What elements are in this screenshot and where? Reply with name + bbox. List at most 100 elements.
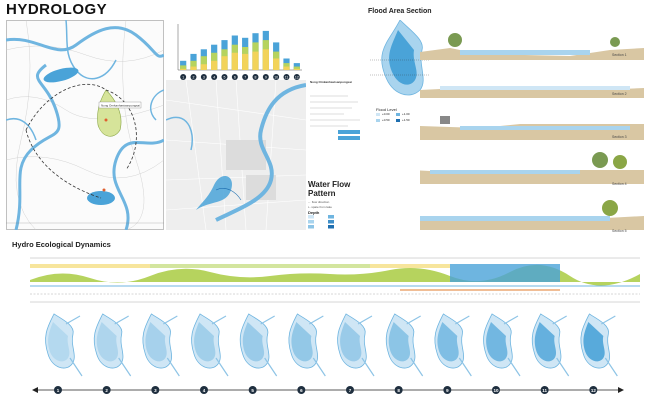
legend-flow: ← flow direction <box>308 200 330 204</box>
month-tick-label: 11 <box>285 76 289 80</box>
month-number-12: 12 <box>591 388 597 393</box>
rain-bar-minimum-rainfall-11 <box>283 66 290 70</box>
flood-key-map <box>370 20 430 96</box>
month-circle-10 <box>492 386 500 394</box>
month-number-3: 3 <box>154 388 157 393</box>
section-4-drawing <box>420 152 644 184</box>
month-marker-3 <box>200 74 207 80</box>
month-circle-7 <box>346 386 354 394</box>
month-marker-5 <box>221 74 228 80</box>
month-marker-7 <box>242 74 249 80</box>
legend-spate: ⇠ spate from lake <box>308 205 332 209</box>
month-tick-label: 10 <box>274 76 278 80</box>
rain-bar-average-rainfall-1 <box>180 65 187 70</box>
month-tick-label: 12 <box>295 76 299 80</box>
rain-bar-minimum-rainfall-12 <box>293 68 300 70</box>
legend-spate-label: spate from lake <box>311 205 332 209</box>
month-circle-5 <box>248 386 257 394</box>
month-number-2: 2 <box>105 388 108 393</box>
month-tick-label: 6 <box>234 76 236 80</box>
month-circle-1 <box>54 386 62 394</box>
flood-level-2: +1.00 <box>402 112 410 116</box>
water-flow-title-line1: Water Flow <box>308 180 351 189</box>
hydro-dynamics-title: Hydro Ecological Dynamics <box>12 240 111 249</box>
month-circle-4 <box>200 386 208 394</box>
section-4-label: Section 4 <box>612 182 627 186</box>
city-map <box>166 80 306 230</box>
month-diagram-9 <box>434 313 472 377</box>
month-diagram-6 <box>288 313 326 377</box>
month-diagram-7 <box>337 313 375 377</box>
month-tick-label: 7 <box>244 76 246 80</box>
lake-label: Nong Ornkanhastsanpongsai <box>101 104 140 108</box>
month-circle-8 <box>394 386 403 394</box>
rain-bar-minimum-rainfall-6 <box>231 52 238 70</box>
rain-bar-average-rainfall-12 <box>293 66 300 70</box>
river <box>6 26 164 230</box>
month-diagram-12 <box>580 313 618 377</box>
region-map: Nong Ornkanhastsanpongsai <box>6 20 164 230</box>
section-1-drawing <box>420 33 644 60</box>
flood-level-3: +1.50 <box>402 118 410 122</box>
rain-bar-minimum-rainfall-5 <box>221 56 228 70</box>
section-2-label: Section 2 <box>612 92 627 96</box>
month-tick-label: 8 <box>255 76 257 80</box>
month-circle-11 <box>540 386 549 394</box>
section-1-label: Section 1 <box>612 53 627 57</box>
month-tick-label: 2 <box>193 76 195 80</box>
rain-bar-minimum-rainfall-1 <box>180 68 187 70</box>
section-5-drawing <box>420 200 644 230</box>
month-marker-8 <box>252 74 259 80</box>
rain-bar-minimum-rainfall-7 <box>242 53 249 70</box>
flood-level-legend <box>376 113 400 122</box>
water-flow-title: Water Flow Pattern <box>308 180 350 198</box>
month-marker-10 <box>273 74 280 80</box>
rain-bar-minimum-rainfall-2 <box>190 66 197 70</box>
month-marker-9 <box>262 74 269 80</box>
water-flow-area <box>196 175 233 210</box>
month-diagram-2 <box>93 313 132 377</box>
rain-bar-minimum-rainfall-4 <box>211 60 218 70</box>
month-tick-label: 1 <box>182 76 184 80</box>
month-circle-2 <box>102 386 111 394</box>
month-tick-label: 9 <box>265 76 267 80</box>
month-marker-11 <box>283 74 290 80</box>
section-3-label: Section 3 <box>612 135 627 139</box>
legend-flow-label: flow direction <box>311 200 330 204</box>
page-title: HYDROLOGY <box>6 1 108 18</box>
month-number-7: 7 <box>349 388 352 393</box>
lake-info-title: Nong Ornkanhastsanpongsai <box>310 80 352 84</box>
month-marker-1 <box>180 74 187 80</box>
lake-info-lines <box>310 95 360 140</box>
month-number-10: 10 <box>493 388 499 393</box>
month-number-4: 4 <box>203 388 206 393</box>
water-flow-title-line2: Pattern <box>308 189 336 198</box>
flood-period <box>450 264 560 282</box>
month-number-1: 1 <box>57 388 60 393</box>
rain-bar-minimum-rainfall-8 <box>252 51 259 70</box>
month-circle-12 <box>589 386 598 394</box>
month-diagram-11 <box>531 313 570 377</box>
ecology-strip <box>30 257 640 303</box>
month-tick-label: 5 <box>224 76 226 80</box>
month-marker-2 <box>190 74 197 80</box>
section-2-drawing <box>420 86 644 98</box>
rain-bar-average-rainfall-2 <box>190 60 197 70</box>
flood-level-0: +0.00 <box>382 112 390 116</box>
month-circle-9 <box>443 386 452 394</box>
rain-bar-minimum-rainfall-3 <box>200 64 207 70</box>
month-number-9: 9 <box>446 388 449 393</box>
flood-section-title: Flood Area Section <box>368 8 432 15</box>
month-diagram-5 <box>239 313 278 377</box>
month-tick-label: 4 <box>213 76 215 80</box>
section-3-drawing <box>420 116 644 140</box>
flood-level-1: +0.50 <box>382 118 390 122</box>
depth-legend <box>308 215 334 229</box>
flood-sections <box>420 33 644 230</box>
month-circle-3 <box>151 386 160 394</box>
month-diagram-10 <box>483 313 521 377</box>
rain-bar-minimum-rainfall-10 <box>273 58 280 70</box>
month-number-8: 8 <box>397 388 400 393</box>
month-marker-6 <box>231 74 238 80</box>
